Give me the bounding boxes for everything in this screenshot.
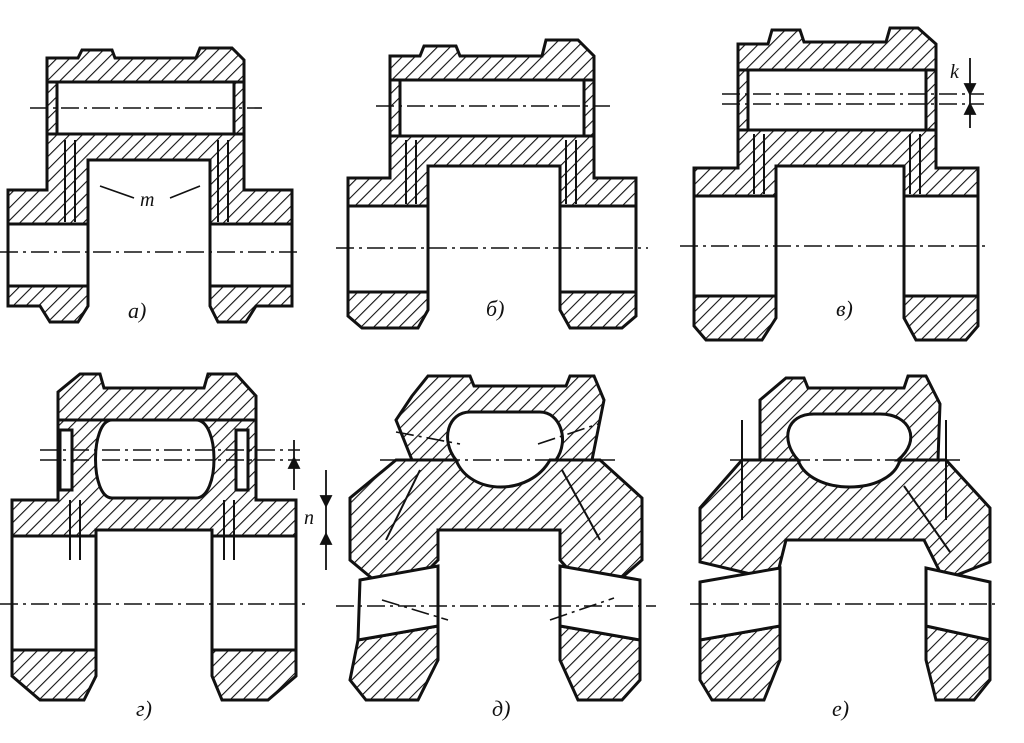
annotation-k: k: [950, 61, 959, 83]
panel-a-leaders: [99, 185, 201, 199]
annotation-m: m: [140, 189, 155, 211]
panel-f-drawing: [698, 374, 992, 702]
panel-c-drawing: [692, 26, 980, 342]
panel-c-centerlines: [680, 93, 990, 247]
panel-label-b: б): [486, 296, 505, 321]
panel-b-drawing: [346, 38, 638, 330]
panel-d-drawing: [10, 372, 298, 702]
panel-e-drawing: [348, 374, 644, 702]
panel-c-dimension-k: [963, 58, 977, 128]
panel-a-drawing: [6, 46, 294, 324]
panel-e-centerlines: [336, 423, 656, 621]
panel-label-c: в): [836, 296, 853, 321]
annotation-n: n: [304, 507, 314, 529]
panel-label-d: г): [136, 696, 152, 721]
panel-label-f: е): [832, 696, 850, 721]
panel-b-centerlines: [336, 105, 648, 249]
panel-label-a: а): [128, 298, 147, 323]
panel-label-e: д): [492, 696, 511, 721]
panel-a-centerlines: [0, 107, 300, 253]
panel-f-centerlines: [690, 459, 1000, 605]
panel-d-dimension-n: [287, 440, 333, 570]
panel-d-centerlines: [0, 449, 306, 605]
